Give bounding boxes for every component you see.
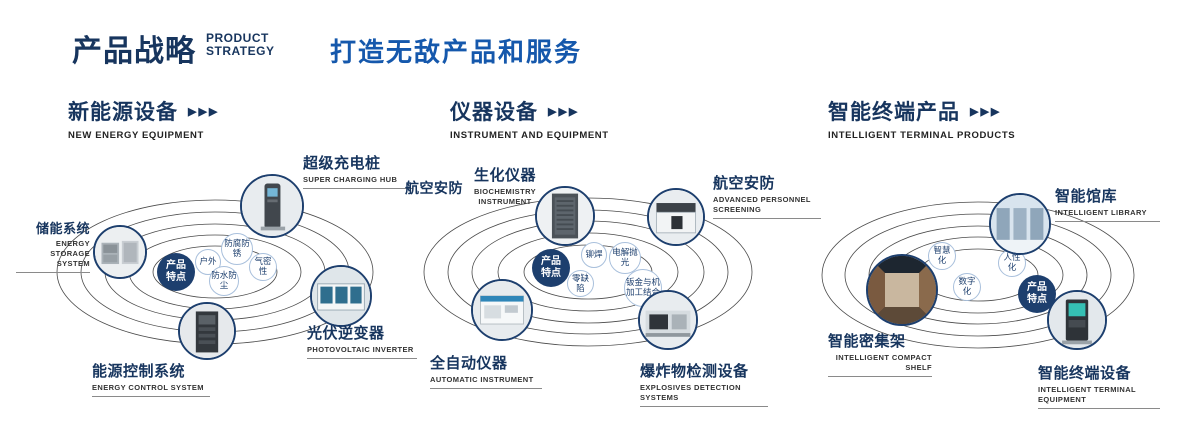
label-aviation-security-left: 航空安防 [405, 180, 463, 196]
feature-bubble: 防水防尘 [209, 266, 239, 296]
section-head-new-energy: 新能源设备 ▶▶▶ NEW ENERGY EQUIPMENT [68, 96, 219, 141]
chevrons-icon: ▶▶▶ [548, 105, 580, 118]
explosives-detection-image [640, 292, 696, 348]
chevrons-icon: ▶▶▶ [188, 105, 220, 118]
section-subtitle: NEW ENERGY EQUIPMENT [68, 130, 204, 141]
label-automatic-instrument: 全自动仪器 AUTOMATIC INSTRUMENT [430, 352, 542, 390]
page-title-en: PRODUCT STRATEGY [206, 32, 274, 58]
label-rule [713, 218, 821, 220]
section-subtitle: INSTRUMENT AND EQUIPMENT [450, 130, 609, 141]
section-title: 智能终端产品 [828, 101, 960, 124]
label-rule [1038, 408, 1160, 410]
node-photovoltaic-inverter [310, 265, 372, 327]
badge-product-features: 产品特点 [1018, 275, 1056, 313]
badge-product-features: 产品特点 [532, 249, 570, 287]
label-intelligent-compact-shelf: 智能密集架 INTELLIGENT COMPACT SHELF [828, 330, 932, 378]
label-rule [307, 358, 417, 360]
automatic-instrument-image [473, 281, 531, 339]
compact-shelf-image [868, 256, 936, 324]
badge-label: 产品特点 [541, 255, 561, 280]
node-energy-storage [93, 225, 147, 279]
node-personnel-screening [647, 188, 705, 246]
personnel-screening-image [649, 190, 703, 244]
badge-label: 产品特点 [166, 259, 186, 284]
label-rule [92, 396, 210, 398]
biochemistry-instrument-image [537, 188, 593, 244]
label-intelligent-library: 智能馆库 INTELLIGENT LIBRARY [1055, 185, 1160, 223]
node-super-charging-hub [240, 174, 304, 238]
label-energy-control: 能源控制系统 ENERGY CONTROL SYSTEM [92, 360, 210, 398]
label-explosives-detection: 爆炸物检测设备 EXPLOSIVES DETECTION SYSTEMS [640, 360, 768, 408]
section-subtitle: INTELLIGENT TERMINAL PRODUCTS [828, 130, 1016, 141]
energy-control-image [180, 304, 234, 358]
label-rule [1055, 221, 1160, 223]
energy-storage-image [95, 227, 145, 277]
badge-product-features: 产品特点 [157, 253, 195, 291]
tagline: 打造无敌产品和服务 [330, 37, 583, 67]
feature-bubble: 电解抛光 [609, 242, 641, 274]
feature-bubble: 防腐防锈 [221, 233, 253, 265]
section-title: 仪器设备 [450, 101, 538, 124]
node-automatic-instrument [471, 279, 533, 341]
label-photovoltaic-inverter: 光伏逆变器 PHOTOVOLTAIC INVERTER [307, 322, 417, 360]
charging-hub-image [242, 176, 302, 236]
page-title-en-line1: PRODUCT [206, 31, 269, 45]
section-title: 新能源设备 [68, 101, 178, 124]
label-rule [303, 188, 413, 190]
feature-bubble: 零缺陷 [567, 270, 594, 297]
label-rule [16, 272, 90, 274]
chevrons-icon: ▶▶▶ [970, 105, 1002, 118]
node-intelligent-compact-shelf [866, 254, 938, 326]
feature-bubble: 数字化 [953, 273, 981, 301]
photovoltaic-inverter-image [312, 267, 370, 325]
node-energy-control [178, 302, 236, 360]
intelligent-library-image [991, 195, 1049, 253]
label-personnel-screening: 航空安防 ADVANCED PERSONNEL SCREENING [713, 172, 821, 220]
node-explosives-detection [638, 290, 698, 350]
page-title: 产品战略 PRODUCT STRATEGY [72, 26, 274, 70]
badge-label: 产品特点 [1027, 281, 1047, 306]
label-rule [430, 388, 542, 390]
node-intelligent-terminal [1047, 290, 1107, 350]
label-super-charging-hub: 超级充电桩 SUPER CHARGING HUB [303, 152, 413, 190]
label-energy-storage: 储能系统 ENERGY STORAGE SYSTEM [16, 218, 90, 274]
node-biochemistry-instrument [535, 186, 595, 246]
page-title-en-line2: STRATEGY [206, 44, 275, 58]
terminal-kiosk-image [1049, 292, 1105, 348]
label-rule [640, 406, 768, 408]
feature-bubble: 铆焊 [581, 242, 607, 268]
section-head-intelligent-terminal: 智能终端产品 ▶▶▶ INTELLIGENT TERMINAL PRODUCTS [828, 96, 1015, 141]
label-biochemistry-instrument: 生化仪器 BIOCHEMISTRY INSTRUMENT [473, 167, 537, 207]
feature-bubble: 智慧化 [928, 242, 956, 270]
section-head-instrument: 仪器设备 ▶▶▶ INSTRUMENT AND EQUIPMENT [450, 96, 609, 141]
label-rule [828, 376, 932, 378]
feature-bubble: 气密性 [249, 253, 277, 281]
label-intelligent-terminal: 智能终端设备 INTELLIGENT TERMINAL EQUIPMENT [1038, 362, 1160, 410]
node-intelligent-library [989, 193, 1051, 255]
page-title-cn: 产品战略 [72, 35, 196, 68]
